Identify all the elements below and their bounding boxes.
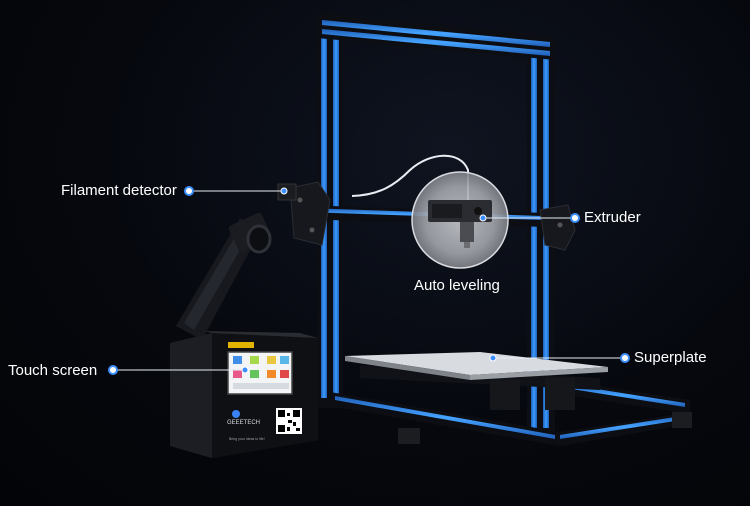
touch-screen-dot: [108, 365, 118, 375]
right-gantry-plate: [539, 204, 576, 251]
superplate-target-dot: [489, 354, 497, 362]
filament-detector-target-dot: [280, 187, 288, 195]
superplate-label: Superplate: [634, 349, 707, 366]
callout-dots: [108, 186, 630, 375]
filament-tube: [351, 154, 469, 210]
top-crossbar: [317, 14, 555, 60]
touch-screen-target-dot: [241, 366, 249, 374]
superplate-part: [345, 352, 608, 380]
spool-holder: [176, 212, 272, 340]
extruder-label-dot: [570, 213, 580, 223]
filament-detector-label: Filament detector: [61, 182, 177, 199]
filament-detector-dot: [184, 186, 194, 196]
brand-logo: GEEETECH: [227, 420, 260, 426]
qr-code: [276, 408, 302, 434]
extruder-label: Extruder: [584, 209, 641, 226]
callout-lines: [113, 190, 625, 371]
auto-leveling-zoom: [411, 171, 509, 269]
control-box: GEEETECH Bring your ideas to life!: [170, 331, 318, 458]
extruder-dot: [479, 214, 487, 222]
brand-tagline: Bring your ideas to life!: [229, 437, 265, 441]
superplate-label-dot: [620, 353, 630, 363]
auto-leveling-label: Auto leveling: [414, 277, 500, 294]
touch-screen-label: Touch screen: [8, 362, 98, 379]
